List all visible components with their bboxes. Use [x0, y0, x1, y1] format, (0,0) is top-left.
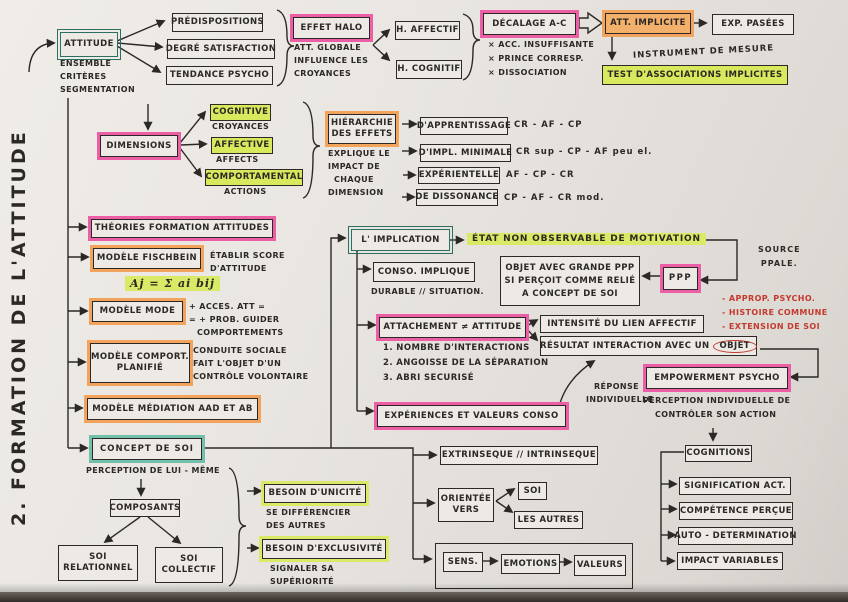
etat-non-observable: ÉTAT NON OBSERVABLE DE MOTIVATION [467, 233, 706, 245]
node-attachement: ATTACHEMENT ≠ ATTITUDE [379, 317, 526, 338]
node-decalage-ac: DÉCALAGE A-C [483, 13, 576, 35]
node-auto-determination: AUTO - DETERMINATION [674, 527, 796, 545]
node-ppp: PPP [663, 267, 698, 290]
node-theories: THÉORIES FORMATION ATTITUDES [91, 219, 273, 238]
node-dimensions: DIMENSIONS [100, 135, 178, 157]
node-att-implicite: ATT. IMPLICITE [605, 13, 691, 34]
node-sens: SENS. [443, 552, 483, 572]
node-fischbein: MODÈLE FISCHBEIN [93, 248, 201, 269]
node-comport-planifie: MODÈLE COMPORT.PLANIFIÉ [90, 343, 190, 383]
seq-experientelle: AF - CP - CR [506, 170, 575, 180]
node-concept-soi: CONCEPT DE SOI [92, 438, 202, 460]
node-attitude: ATTITUDE [57, 29, 121, 60]
node-h-affectif: H. AFFECTIF [395, 21, 460, 40]
node-besoin-unicite: BESOIN D'UNICITÉ [264, 484, 366, 503]
concept-soi-note: PERCEPTION DE LUI - MÊME [86, 466, 220, 475]
chain-outer-box [435, 543, 633, 589]
node-experiences-valeurs: EXPÉRIENCES ET VALEURS CONSO [377, 405, 566, 427]
node-les-autres: LES AUTRES [514, 511, 583, 529]
node-mediation-aad-ab: MODÈLE MÉDIATION AAD ET AB [87, 398, 258, 420]
node-affective: AFFECTIVE [211, 137, 273, 154]
node-cognitions: COGNITIONS [685, 445, 752, 462]
cognitive-note: CROYANCES [212, 122, 270, 131]
paper-edge-shadow [0, 583, 848, 592]
affective-note: AFFECTS [216, 155, 259, 164]
node-tendance-psycho: TENDANCE PSYCHO [166, 66, 273, 85]
node-degre-satisfaction: DEGRÉ SATISFACTION [166, 39, 276, 59]
node-resultat-interaction: RÉSULTAT INTERACTION AVEC UN OBJET [540, 336, 757, 356]
ppp-red-list: - APPROP. PSYCHO.- HISTOIRE COMMUNE- EXT… [722, 294, 828, 331]
node-dissonance: DE DISSONANCE [415, 189, 498, 206]
node-cognitive: COGNITIVE [210, 104, 271, 121]
node-attitude-label: ATTITUDE [64, 39, 114, 49]
node-emotions: EMOTIONS [501, 554, 560, 574]
node-valeurs: VALEURS [574, 555, 626, 576]
node-impl-minimale: D'IMPL. MINIMALE [419, 144, 512, 162]
seq-apprentissage: CR - AF - CP [514, 120, 583, 130]
node-conso-implique: CONSO. IMPLIQUE [373, 262, 475, 282]
node-competence-percue: COMPÉTENCE PERÇUE [679, 502, 793, 520]
node-apprentissage: D'APPRENTISSAGE [417, 117, 511, 135]
node-comportamental: COMPORTAMENTAL [205, 169, 303, 186]
node-implication: L' IMPLICATION [348, 226, 453, 254]
node-test-associations: TEST D'ASSOCIATIONS IMPLICITES [602, 65, 788, 85]
node-predispositions: PRÉDISPOSITIONS [171, 13, 264, 32]
objet-red-circle: OBJET [712, 339, 757, 353]
table-edge [0, 592, 848, 602]
node-experientelle: EXPÉRIENTELLE [418, 167, 500, 184]
conso-note: DURABLE // SITUATION. [371, 287, 484, 296]
node-besoin-exclusivite: BESOIN D'EXCLUSIVITÉ [262, 539, 386, 559]
node-composants: COMPOSANTS [109, 499, 180, 517]
seq-dissonance: CP - AF - CR mod. [504, 193, 605, 203]
node-empowerment: EMPOWERMENT PSYCHO [646, 367, 788, 389]
fischbein-formula: Aj = Σ ai bij [125, 276, 220, 291]
node-soi: SOI [518, 482, 547, 500]
mode-note: + ACCES. ATT == + PROB. GUIDER COMPORTEM… [189, 302, 284, 337]
seq-impl-minimale: CR sup - CP - AF peu el. [516, 147, 653, 157]
node-intensite-lien: INTENSITÉ DU LIEN AFFECTIF [540, 315, 704, 333]
node-impact-variables: IMPACT VARIABLES [677, 552, 783, 570]
comportamental-note: ACTIONS [224, 187, 267, 196]
node-effet-halo: EFFET HALO [293, 17, 370, 39]
node-modele-mode: MODÈLE MODE [92, 301, 183, 322]
decalage-items: × ACC. INSUFFISANTE× PRINCE CORRESP.× DI… [488, 40, 595, 77]
node-h-cognitif: H. COGNITIF [396, 60, 462, 79]
node-exp-passees: EXP. PASÉES [712, 14, 794, 35]
node-signification: SIGNIFICATION ACT. [679, 477, 791, 495]
node-extrinseque-intrinseque: EXTRINSEQUE // INTRINSEQUE [440, 446, 598, 465]
